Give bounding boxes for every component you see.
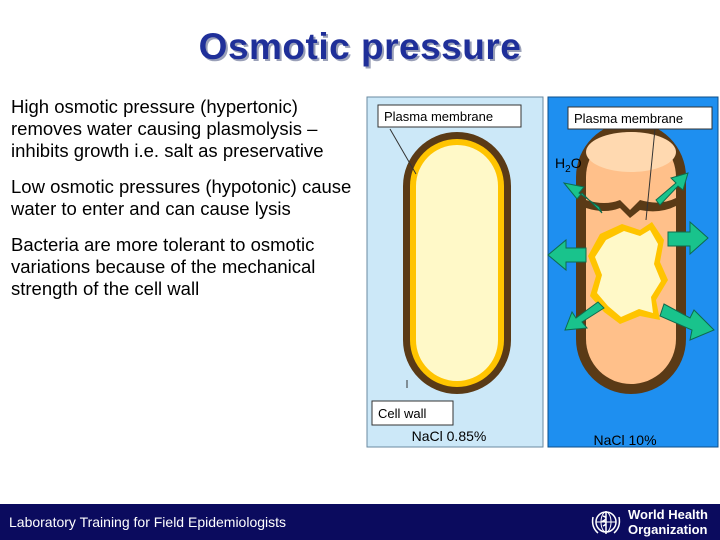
- water-label-subscript: 2: [565, 164, 571, 175]
- water-arrow-mid-left: [547, 238, 587, 272]
- hypertonic-solution-label: NaCl 10%: [593, 432, 656, 448]
- cell-wall-label-box: [371, 400, 454, 426]
- isotonic-cytoplasm: [416, 145, 498, 381]
- bullet-list: High osmotic pressure (hypertonic) remov…: [11, 96, 361, 314]
- hypertonic-membrane-label: Plasma membrane: [574, 111, 683, 126]
- isotonic-membrane-label-box: [377, 104, 522, 128]
- water-label-o: O: [571, 155, 582, 171]
- bullet-tolerance: Bacteria are more tolerant to osmotic va…: [11, 234, 316, 299]
- hypertonic-membrane-pointer-line: [645, 128, 656, 221]
- cell-wall-label: Cell wall: [378, 406, 427, 421]
- water-arrow-lower-left: [564, 301, 605, 331]
- hypertonic-top-pale-region: [586, 132, 676, 172]
- course-name: Laboratory Training for Field Epidemiolo…: [9, 514, 287, 530]
- water-outflow-arrows: [547, 172, 715, 341]
- water-arrow-upper-right: [655, 172, 689, 206]
- water-arrow-mid-right: [667, 220, 709, 256]
- water-arrow-lower-right: [659, 303, 715, 341]
- hypertonic-membrane-label-box: [567, 106, 713, 130]
- membrane-pointer-line: [389, 128, 417, 175]
- who-name-line2: Organization: [628, 522, 708, 537]
- hypertonic-torn-membrane-top: [586, 198, 676, 218]
- who-name: World Health Organization: [628, 507, 708, 537]
- bullet-hypertonic: High osmotic pressure (hypertonic) remov…: [11, 96, 324, 161]
- who-emblem-icon: [591, 511, 621, 534]
- footer-bar: Laboratory Training for Field Epidemiolo…: [0, 504, 720, 540]
- isotonic-solution-label: NaCl 0.85%: [412, 428, 487, 444]
- water-label: H2O: [555, 155, 582, 175]
- water-arrow-upper-left: [562, 182, 603, 214]
- slide-title: Osmotic pressure: [198, 26, 522, 67]
- hypertonic-shrunken-cytoplasm: [595, 230, 661, 317]
- isotonic-membrane-label: Plasma membrane: [384, 109, 493, 124]
- bullet-hypotonic: Low osmotic pressures (hypotonic) cause …: [11, 176, 352, 219]
- isotonic-panel: Plasma membrane Cell wall NaCl 0.85%: [366, 96, 544, 448]
- who-name-line1: World Health: [628, 507, 708, 522]
- water-label-h: H: [555, 155, 565, 171]
- hypertonic-panel: Plasma membrane H2O NaCl 10%: [547, 96, 719, 448]
